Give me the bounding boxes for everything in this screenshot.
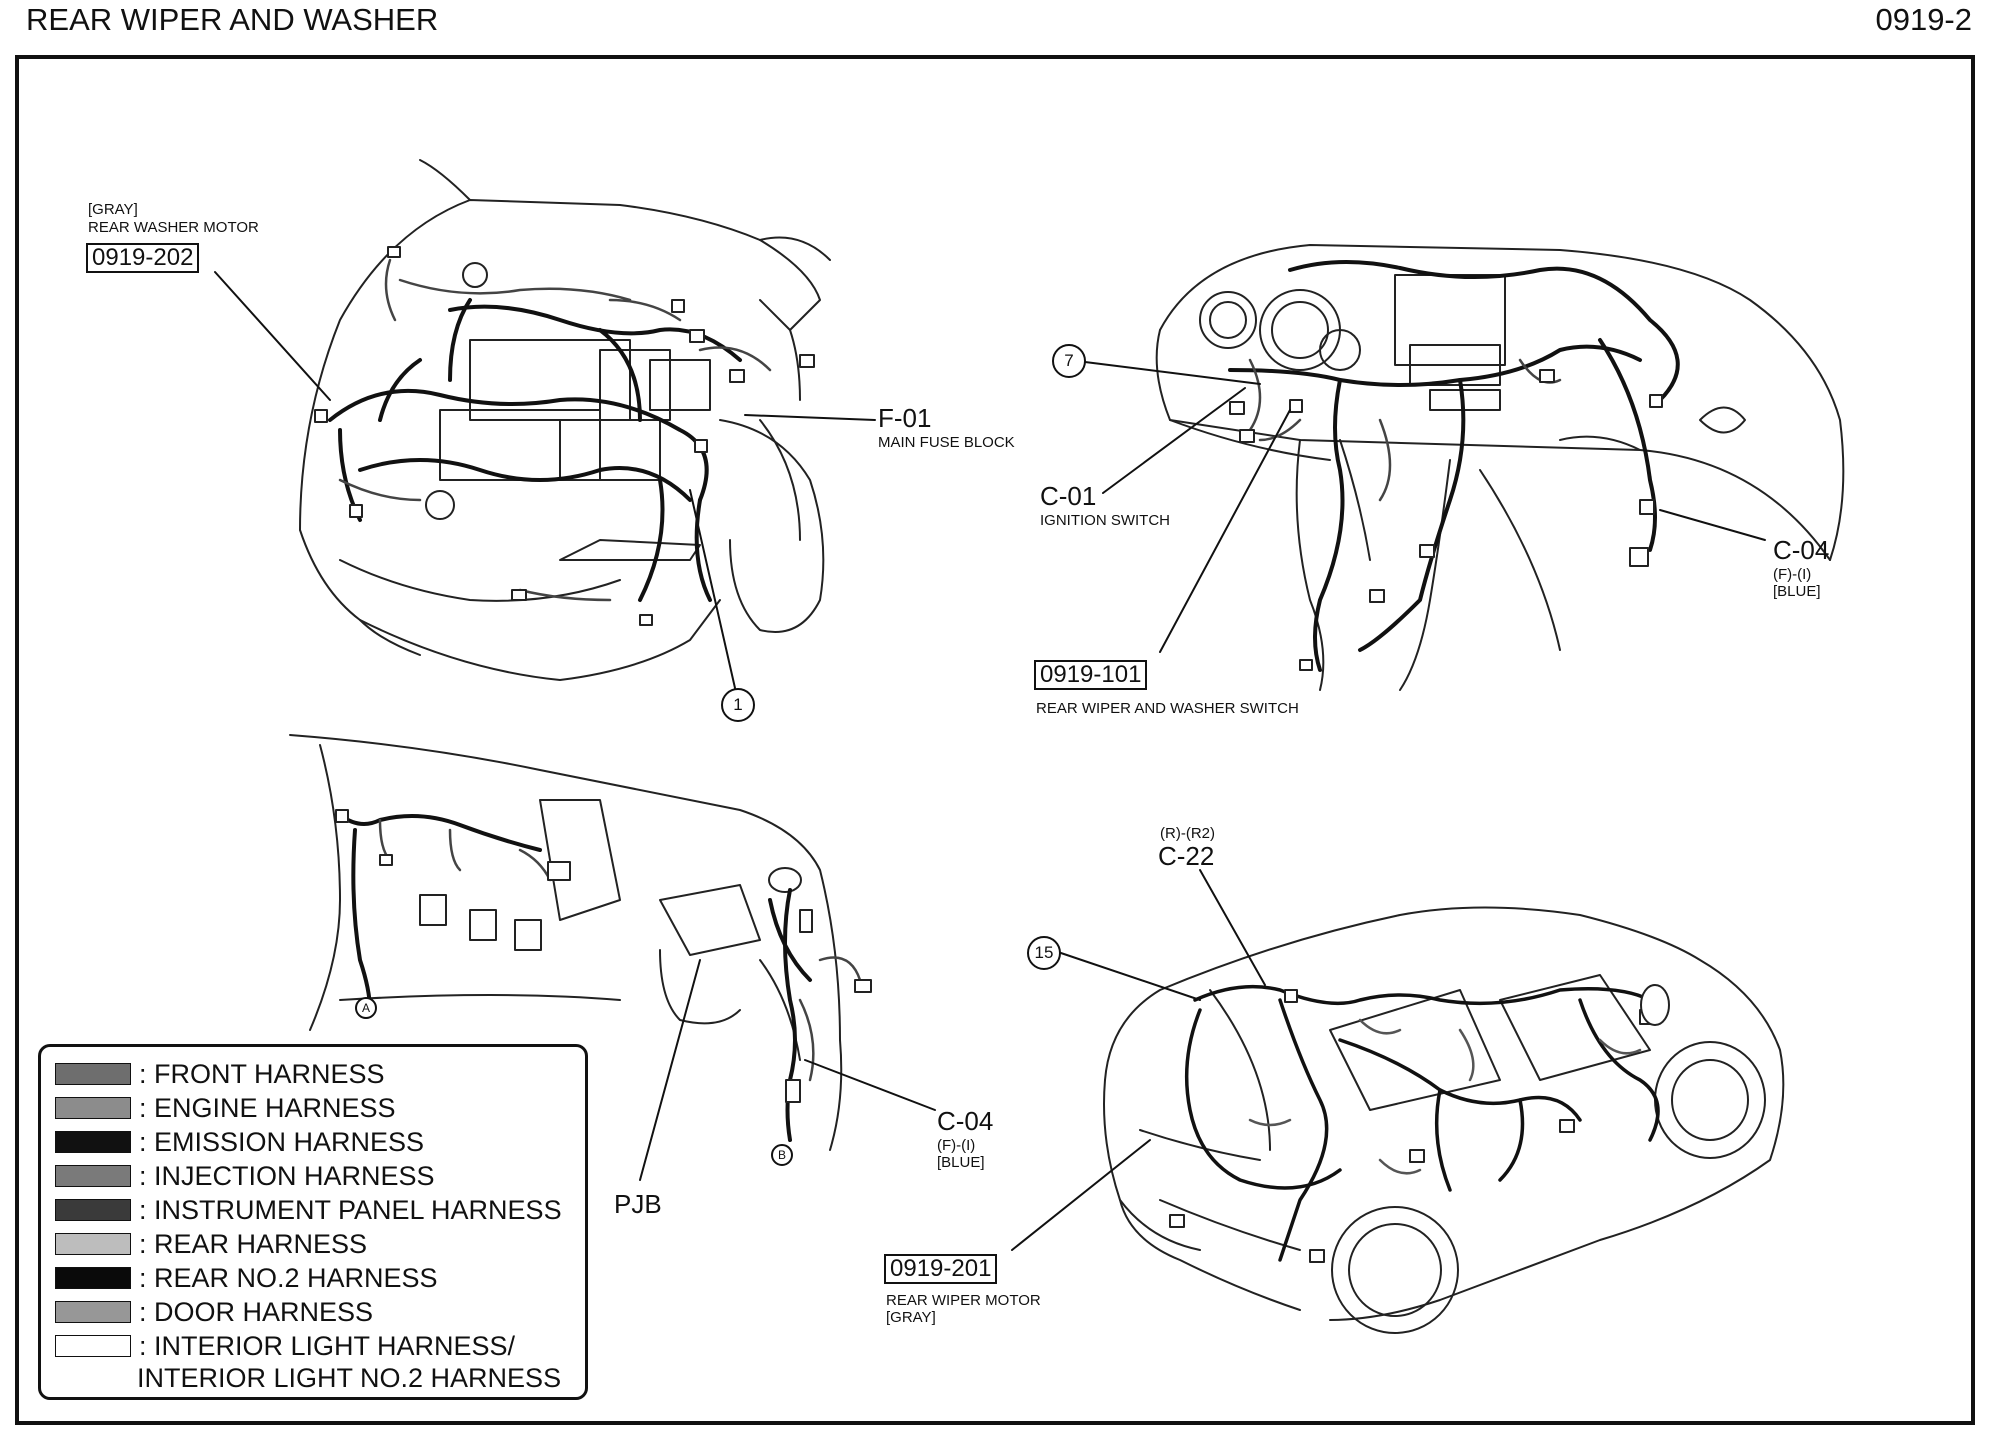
legend-item-emission-harness: : EMISSION HARNESS [55, 1127, 424, 1157]
legend-swatch [55, 1063, 131, 1085]
c04-top-position: (F)-(I) [1773, 566, 1812, 583]
callout-circle-15: 15 [1027, 936, 1061, 970]
switch-ref-box: 0919-101 [1034, 660, 1148, 690]
dash-pjb-drawing [289, 734, 872, 1151]
legend-label: : INTERIOR LIGHT HARNESS/ [139, 1330, 516, 1361]
legend-swatch [55, 1267, 131, 1289]
switch-name: REAR WIPER AND WASHER SWITCH [1036, 700, 1299, 717]
f01-name: MAIN FUSE BLOCK [878, 434, 1015, 451]
legend-swatch [55, 1165, 131, 1187]
connector-mark-b: B [771, 1144, 793, 1166]
diagram-frame [15, 55, 1975, 1425]
legend-item-instrument-panel-harness: : INSTRUMENT PANEL HARNESS [55, 1195, 562, 1225]
legend-swatch [55, 1301, 131, 1323]
legend-swatch [55, 1199, 131, 1221]
legend-swatch [55, 1131, 131, 1153]
f01-code: F-01 [878, 403, 932, 433]
legend-label: INTERIOR LIGHT NO.2 HARNESS [137, 1362, 562, 1393]
c01-code: C-01 [1040, 481, 1097, 511]
legend-item-interior-light-harness: : INTERIOR LIGHT HARNESS/ [55, 1331, 515, 1361]
engine-bay-drawing [299, 159, 831, 681]
legend-item-engine-harness: : ENGINE HARNESS [55, 1093, 396, 1123]
instrument-panel-drawing [1155, 244, 1845, 691]
c22-position: (R)-(R2) [1160, 825, 1215, 842]
legend-item-injection-harness: : INJECTION HARNESS [55, 1161, 435, 1191]
c04-low-code: C-04 [937, 1106, 994, 1136]
callout-circle-1: 1 [721, 688, 755, 722]
c04-low-color: [BLUE] [937, 1154, 985, 1171]
wiper-motor-name: REAR WIPER MOTOR [886, 1292, 1041, 1309]
legend-swatch [55, 1335, 131, 1357]
legend-label: : INSTRUMENT PANEL HARNESS [139, 1194, 562, 1225]
legend-item-rear-harness: : REAR HARNESS [55, 1229, 367, 1259]
legend-label: : ENGINE HARNESS [139, 1092, 396, 1123]
legend-swatch [55, 1097, 131, 1119]
c04-top-color: [BLUE] [1773, 583, 1821, 600]
legend-label: : FRONT HARNESS [139, 1058, 385, 1089]
legend-label: : REAR NO.2 HARNESS [139, 1262, 438, 1293]
connector-mark-a: A [355, 997, 377, 1019]
legend-item-rear-no2-harness: : REAR NO.2 HARNESS [55, 1263, 438, 1293]
wiper-motor-ref-box: 0919-201 [884, 1254, 998, 1284]
c22-code: C-22 [1158, 841, 1215, 871]
callout-circle-7: 7 [1052, 344, 1086, 378]
c04-top-code: C-04 [1773, 535, 1830, 565]
legend-label: : INJECTION HARNESS [139, 1160, 435, 1191]
c04-low-position: (F)-(I) [937, 1137, 976, 1154]
page-number: 0919-2 [1875, 2, 1972, 37]
wiper-motor-color: [GRAY] [886, 1309, 936, 1326]
legend-continuation: INTERIOR LIGHT NO.2 HARNESS [137, 1363, 561, 1393]
washer-motor-ref-box: 0919-202 [86, 243, 200, 273]
page-title: REAR WIPER AND WASHER [26, 2, 439, 37]
legend-item-front-harness: : FRONT HARNESS [55, 1059, 385, 1089]
washer-motor-name: REAR WASHER MOTOR [88, 219, 259, 236]
legend-item-door-harness: : DOOR HARNESS [55, 1297, 373, 1327]
legend-label: : REAR HARNESS [139, 1228, 368, 1259]
legend-label: : DOOR HARNESS [139, 1296, 374, 1327]
washer-motor-color: [GRAY] [88, 201, 138, 218]
legend-swatch [55, 1233, 131, 1255]
harness-legend: : FRONT HARNESS : ENGINE HARNESS : EMISS… [38, 1044, 588, 1400]
c01-name: IGNITION SWITCH [1040, 512, 1170, 529]
legend-label: : EMISSION HARNESS [139, 1126, 425, 1157]
car-body-drawing [1103, 906, 1785, 1334]
pjb-label: PJB [614, 1189, 662, 1219]
leader-lines [214, 271, 1766, 1251]
